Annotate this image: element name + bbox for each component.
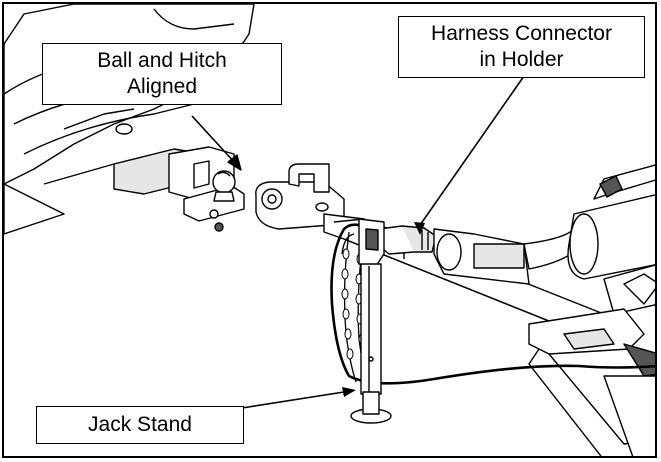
callout-harness-line2: in Holder (479, 48, 564, 71)
trailer-coupler (255, 163, 345, 230)
callout-ball-and-hitch: Ball and Hitch Aligned (42, 43, 282, 105)
callout-harness-connector: Harness Connector in Holder (398, 16, 645, 78)
hydraulic-cylinder (567, 164, 655, 315)
callout-jack-label: Jack Stand (88, 413, 192, 436)
harness-connector (378, 225, 437, 255)
receiver-hitch (113, 146, 245, 232)
figure-frame: Ball and Hitch Aligned Harness Connector… (2, 2, 657, 458)
callout-ball-line1: Ball and Hitch (97, 49, 227, 72)
frame-bracket (528, 308, 655, 456)
callout-jack-stand: Jack Stand (36, 406, 244, 444)
callout-ball-line2: Aligned (126, 75, 198, 98)
jack-stand-drawing (341, 218, 392, 424)
trailer-hitch-illustration (4, 4, 655, 456)
actuator (433, 228, 590, 285)
callout-harness-line1: Harness Connector (431, 22, 612, 45)
leader-lines (241, 75, 525, 409)
